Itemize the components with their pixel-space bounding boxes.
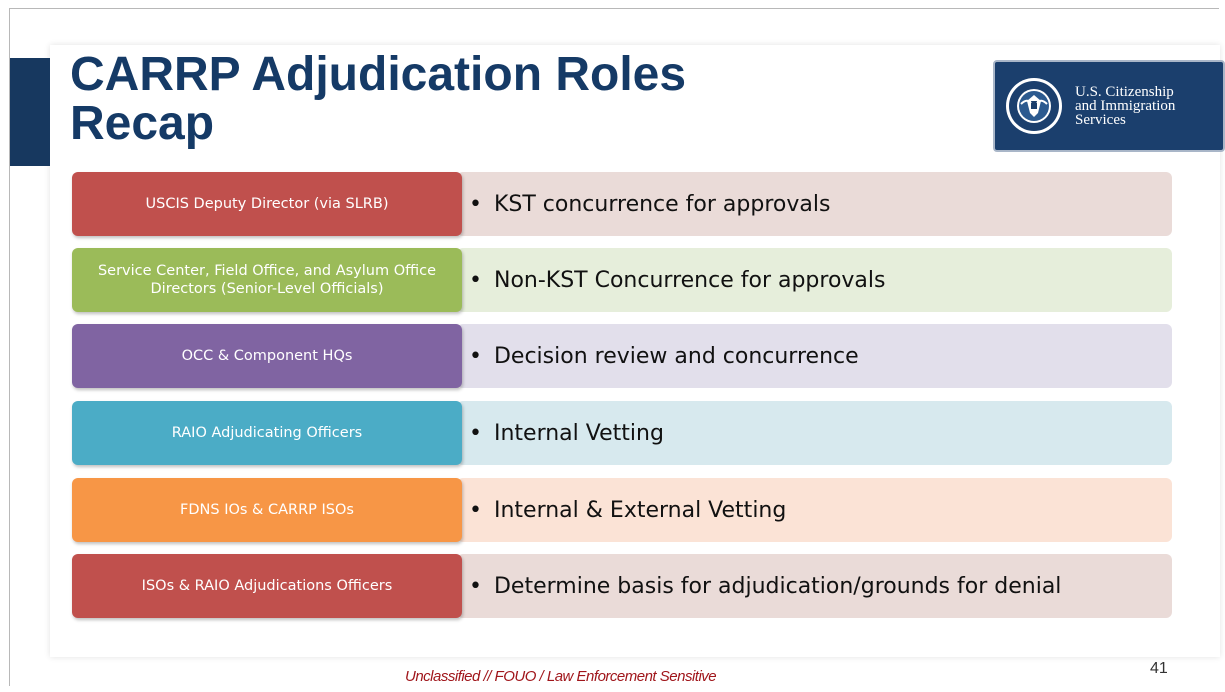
role-description: Decision review and concurrence	[493, 343, 859, 369]
slide-title: CARRP Adjudication Roles Recap	[70, 48, 687, 150]
role-description-box: • Non-KST Concurrence for approvals	[457, 248, 1172, 312]
role-description: Internal Vetting	[493, 420, 664, 446]
role-row: • Decision review and concurrence OCC & …	[72, 324, 1172, 388]
role-description: Internal & External Vetting	[493, 497, 787, 523]
role-description-box: • KST concurrence for approvals	[457, 172, 1172, 236]
logo-line-3: Services	[1075, 112, 1126, 128]
role-description-box: • Determine basis for adjudication/groun…	[457, 554, 1172, 618]
logo-line-2: and Immigration	[1075, 98, 1176, 114]
page-number: 41	[1150, 660, 1168, 677]
bullet-icon: •	[469, 267, 482, 293]
title-accent-bar	[10, 58, 50, 166]
bullet-icon: •	[469, 573, 482, 599]
role-label: OCC & Component HQs	[72, 324, 462, 388]
bullet-icon: •	[469, 497, 482, 523]
classification-footer: Unclassified // FOUO / Law Enforcement S…	[405, 668, 717, 685]
logo-text: U.S. Citizenship and Immigration Service…	[1075, 84, 1176, 128]
bullet-icon: •	[469, 191, 482, 217]
role-row: • Non-KST Concurrence for approvals Serv…	[72, 248, 1172, 312]
role-label: ISOs & RAIO Adjudications Officers	[72, 554, 462, 618]
role-description-box: • Internal & External Vetting	[457, 478, 1172, 542]
role-description: Non-KST Concurrence for approvals	[493, 267, 886, 293]
role-description: Determine basis for adjudication/grounds…	[493, 573, 1062, 599]
logo-line-1: U.S. Citizenship	[1075, 84, 1174, 100]
role-label: Service Center, Field Office, and Asylum…	[72, 248, 462, 312]
bullet-icon: •	[469, 420, 482, 446]
role-description: KST concurrence for approvals	[493, 191, 831, 217]
role-row: • KST concurrence for approvals USCIS De…	[72, 172, 1172, 236]
role-row: • Internal & External Vetting FDNS IOs &…	[72, 478, 1172, 542]
bullet-icon: •	[469, 343, 482, 369]
role-description-box: • Internal Vetting	[457, 401, 1172, 465]
role-label: FDNS IOs & CARRP ISOs	[72, 478, 462, 542]
role-label: USCIS Deputy Director (via SLRB)	[72, 172, 462, 236]
role-row: • Determine basis for adjudication/groun…	[72, 554, 1172, 618]
page-frame	[9, 8, 1219, 686]
dhs-seal-icon	[1006, 78, 1062, 134]
role-row: • Internal Vetting RAIO Adjudicating Off…	[72, 401, 1172, 465]
role-description-box: • Decision review and concurrence	[457, 324, 1172, 388]
uscis-logo: U.S. Citizenship and Immigration Service…	[993, 60, 1225, 152]
role-label: RAIO Adjudicating Officers	[72, 401, 462, 465]
